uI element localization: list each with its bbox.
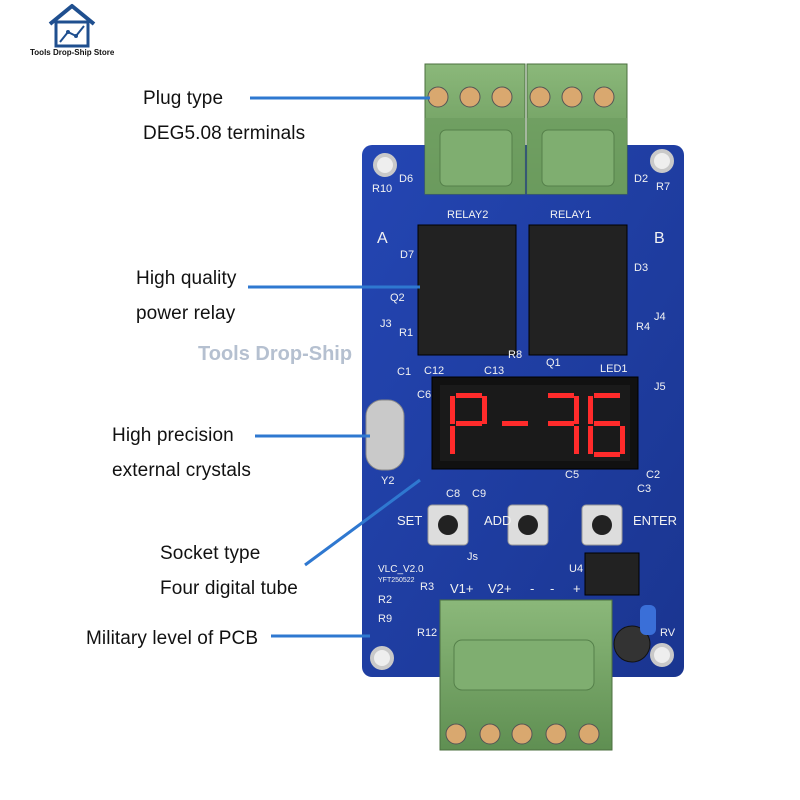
- silk-version: VLC_V2.0: [378, 564, 424, 575]
- silk-c5: C5: [565, 469, 579, 481]
- callout-socket-type: Socket type: [160, 543, 261, 564]
- silk-d2: D2: [634, 173, 648, 185]
- store-watermark: Tools Drop-Ship: [198, 343, 353, 365]
- silk-c2: C2: [646, 469, 660, 481]
- digit-3: [548, 393, 579, 454]
- silk-c1: C1: [397, 366, 411, 378]
- silk-r10: R10: [372, 183, 392, 195]
- silk-set: SET: [397, 513, 422, 528]
- four-digit-display: [431, 376, 639, 470]
- callout-terminals: DEG5.08 terminals: [143, 123, 306, 144]
- silk-date: YFT250522: [378, 577, 415, 584]
- silk-plus: +: [573, 581, 581, 596]
- silk-c12: C12: [424, 365, 444, 377]
- silk-r12: R12: [417, 627, 437, 639]
- silk-d6: D6: [399, 173, 413, 185]
- crystal-oscillator: [365, 399, 405, 471]
- digit-4: [588, 393, 625, 457]
- house-logo-icon: [48, 4, 96, 48]
- silk-d7: D7: [400, 249, 414, 261]
- silk-js: Js: [467, 551, 479, 563]
- silk-v2: V2+: [488, 581, 512, 596]
- silk-j4: J4: [654, 311, 666, 323]
- silk-r3: R3: [420, 581, 434, 593]
- silk-c9: C9: [472, 488, 486, 500]
- callout-crystals: external crystals: [112, 460, 251, 481]
- silk-q2: Q2: [390, 292, 405, 304]
- silk-r4: R4: [636, 321, 650, 333]
- trimmer-pot: [640, 605, 656, 635]
- silk-led1: LED1: [600, 363, 628, 375]
- store-logo: [36, 2, 128, 62]
- callout-pcb: Military level of PCB: [86, 628, 259, 649]
- callout-lines: [248, 96, 430, 638]
- silk-v1: V1+: [450, 581, 474, 596]
- mounting-holes: [370, 149, 674, 670]
- silk-b: B: [654, 230, 665, 247]
- silk-d3: D3: [634, 262, 648, 274]
- silk-relay2: RELAY2: [447, 209, 488, 221]
- silk-u4: U4: [569, 563, 583, 575]
- capacitor: [613, 625, 651, 663]
- silkscreen-labels: RELAY2 RELAY1 A B SET ADD ENTER Js VLC_V…: [372, 173, 677, 639]
- silk-r9: R9: [378, 613, 392, 625]
- terminal-screws-top: [427, 86, 615, 108]
- bottom-terminal-block: [439, 599, 613, 751]
- voltage-regulator: [584, 552, 640, 596]
- digit-1: [450, 393, 487, 454]
- silk-rv: RV: [660, 627, 676, 639]
- silk-enter: ENTER: [633, 513, 677, 528]
- callout-digital-tube: Four digital tube: [160, 578, 298, 599]
- callout-high-precision: High precision: [112, 425, 234, 446]
- silk-y2: Y2: [381, 475, 394, 487]
- top-terminal-blocks: [424, 63, 628, 195]
- silk-a: A: [377, 230, 388, 247]
- store-name: Tools Drop-Ship Store: [30, 48, 115, 57]
- silk-r7: R7: [656, 181, 670, 193]
- silk-minus-1: -: [530, 581, 534, 596]
- silk-c8: C8: [446, 488, 460, 500]
- digit-2: [502, 421, 528, 426]
- silk-j3: J3: [380, 318, 392, 330]
- silk-r8: R8: [508, 349, 522, 361]
- push-buttons: [427, 504, 623, 546]
- silk-c6: C6: [417, 389, 431, 401]
- silk-q1: Q1: [546, 357, 561, 369]
- silk-c13: C13: [484, 365, 504, 377]
- silk-add: ADD: [484, 513, 511, 528]
- silk-minus-2: -: [550, 581, 554, 596]
- silk-r1: R1: [399, 327, 413, 339]
- silk-relay1: RELAY1: [550, 209, 591, 221]
- silk-c3: C3: [637, 483, 651, 495]
- silk-r2: R2: [378, 594, 392, 606]
- relays: [417, 224, 628, 356]
- callout-high-quality: High quality: [136, 268, 237, 289]
- callout-power-relay: power relay: [136, 303, 236, 324]
- callout-plug-type: Plug type: [143, 88, 224, 109]
- silk-j5: J5: [654, 381, 666, 393]
